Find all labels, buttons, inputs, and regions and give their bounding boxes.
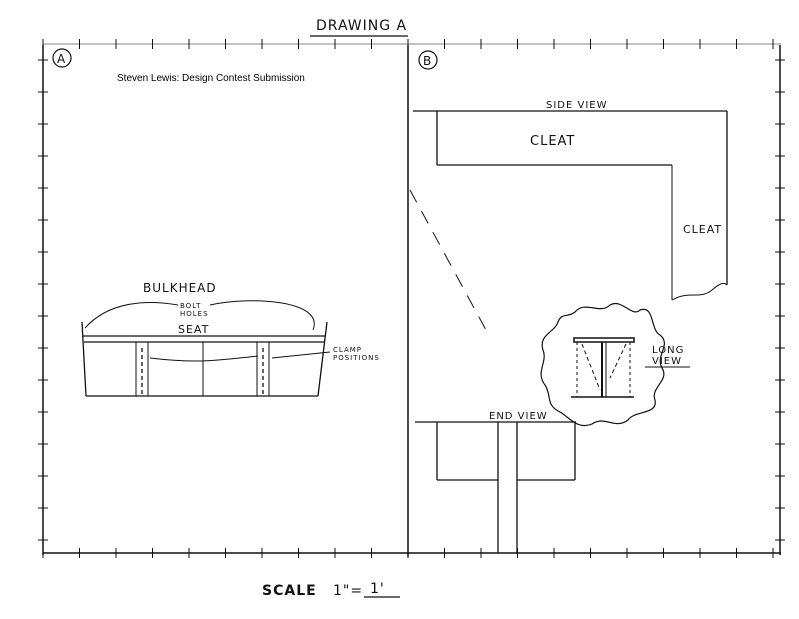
panel-b-marker: B	[423, 54, 432, 68]
clamp-label: CLAMP	[333, 346, 362, 354]
long-view-detail	[571, 337, 635, 398]
border-ticks	[38, 39, 785, 558]
seat-label: SEAT	[178, 323, 209, 336]
detail-cloud	[540, 302, 665, 427]
cleat-label-top: CLEAT	[530, 134, 575, 149]
scale-note: SCALE 1"= 1'	[262, 581, 400, 599]
bulkhead-label: BULKHEAD	[143, 281, 217, 295]
bolt-arrow-left	[84, 301, 179, 329]
panel-b-marker-circle	[418, 50, 438, 70]
bolt-label: BOLT	[180, 302, 201, 310]
end-view-drawing	[415, 421, 576, 553]
long-view-label: LONG	[652, 345, 684, 356]
view-label: VIEW	[652, 356, 682, 367]
frame	[42, 43, 781, 557]
bolt-arrow-right	[209, 300, 315, 331]
clamp-arrow-right	[271, 351, 331, 359]
side-view-label: SIDE VIEW	[546, 100, 608, 111]
submission-caption: Steven Lewis: Design Contest Submission	[117, 73, 305, 84]
holes-label: HOLES	[180, 310, 209, 318]
scale-value-left: 1"=	[333, 583, 363, 599]
bulkhead-seat-drawing	[81, 321, 328, 397]
positions-label: POSITIONS	[333, 354, 380, 362]
panel-a-marker-circle	[52, 48, 72, 68]
scale-label: SCALE	[262, 583, 317, 599]
panel-a: A Steven Lewis: Design Contest Submissio…	[52, 48, 380, 397]
clamp-arrow-left	[149, 355, 259, 362]
panel-b: B SIDE VIEW CLEAT CLEAT LONG VIEW END	[409, 50, 728, 553]
cleat-label-side: CLEAT	[683, 223, 722, 236]
end-view-label: END VIEW	[489, 411, 548, 422]
side-view-cleat	[409, 110, 728, 331]
scale-value-right: 1'	[370, 581, 385, 597]
drawing-title: DRAWING A	[316, 18, 407, 34]
panel-a-marker: A	[57, 52, 66, 66]
